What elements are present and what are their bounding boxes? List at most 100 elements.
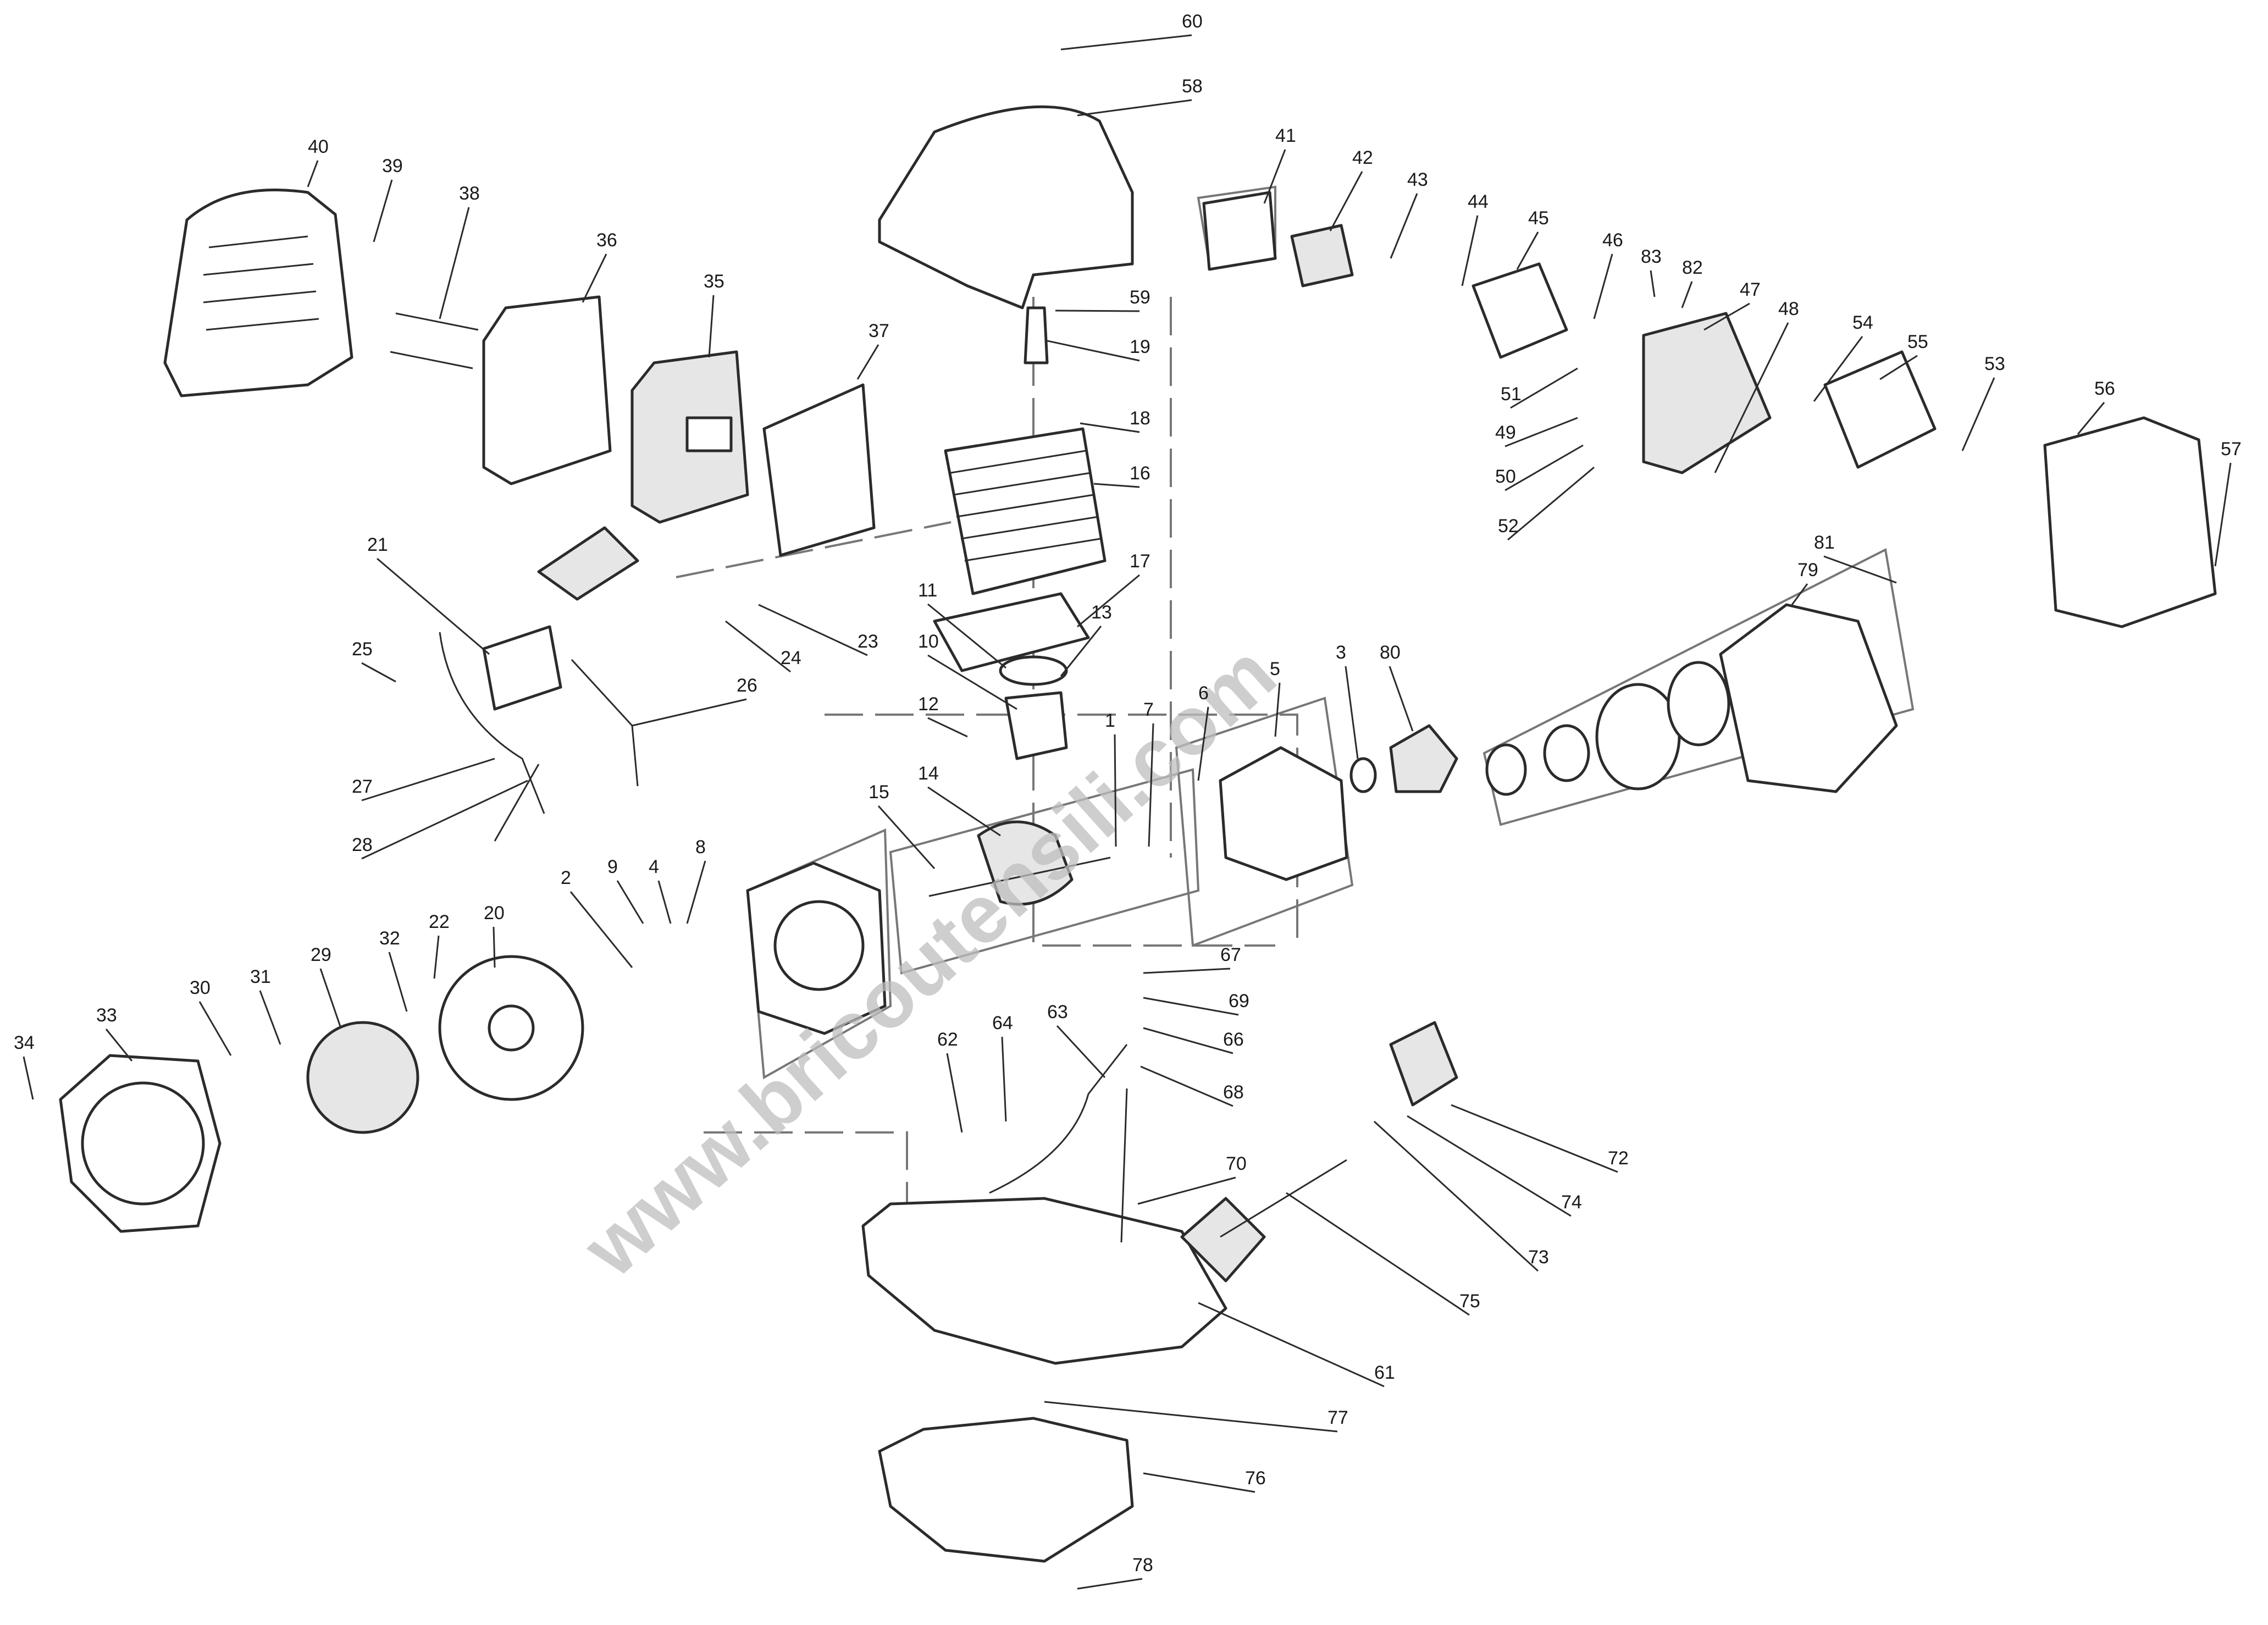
callout-39: 39 <box>382 156 403 176</box>
leader-line-17 <box>1077 574 1140 628</box>
part-piston <box>1004 691 1068 760</box>
leader-line-34 <box>23 1056 34 1100</box>
leader-line-79 <box>1791 583 1808 605</box>
callout-1: 1 <box>1105 710 1115 731</box>
leader-line-40 <box>307 160 319 187</box>
part-crankcase-right <box>1219 746 1348 881</box>
callout-49: 49 <box>1495 422 1516 443</box>
part-air-cover <box>163 189 353 397</box>
callout-32: 32 <box>379 928 400 949</box>
leader-line-12 <box>927 717 968 738</box>
callout-9: 9 <box>607 856 618 877</box>
leader-line-47 <box>1703 302 1750 331</box>
leader-line-13 <box>1060 626 1102 677</box>
leader-line-53 <box>1961 377 1995 451</box>
leader-line-19 <box>1047 340 1140 362</box>
part-clutch <box>306 1021 419 1134</box>
callout-38: 38 <box>459 183 480 204</box>
callout-60: 60 <box>1182 11 1203 32</box>
callout-80: 80 <box>1380 642 1401 663</box>
callout-11: 11 <box>918 580 937 601</box>
leader-line-21 <box>377 557 490 655</box>
crankcase-frame <box>746 828 892 1080</box>
leader-line-56 <box>2077 402 2105 435</box>
leader-line-55 <box>1879 355 1918 380</box>
callout-17: 17 <box>1130 551 1150 572</box>
callout-63: 63 <box>1047 1002 1068 1022</box>
callout-44: 44 <box>1468 191 1489 212</box>
leader-line-45 <box>1516 231 1539 270</box>
leader-line-39 <box>373 179 393 242</box>
part-long-bolts <box>390 312 479 369</box>
callout-46: 46 <box>1602 230 1623 251</box>
part-starter-pawl-hub <box>1485 743 1527 796</box>
leader-line-28 <box>361 780 528 860</box>
leader-line-42 <box>1329 171 1363 231</box>
callout-61: 61 <box>1374 1362 1395 1383</box>
leader-line-23 <box>758 604 868 656</box>
callout-28: 28 <box>352 834 373 855</box>
callout-51: 51 <box>1501 384 1522 405</box>
callout-42: 42 <box>1352 147 1373 168</box>
callout-59: 59 <box>1130 287 1150 308</box>
callout-10: 10 <box>918 631 939 652</box>
part-ignition-coil <box>482 625 562 711</box>
callout-29: 29 <box>311 944 331 965</box>
part-filter-frame <box>482 295 612 485</box>
leader-line-82 <box>1681 281 1693 308</box>
watermark: www.bricoutensili.com <box>565 627 1292 1295</box>
callout-47: 47 <box>1740 279 1761 300</box>
callout-75: 75 <box>1459 1291 1480 1312</box>
part-coil-boot <box>537 526 639 601</box>
part-filter-cover <box>2043 416 2217 628</box>
callout-50: 50 <box>1495 466 1516 487</box>
leader-line-67 <box>1143 968 1231 974</box>
callout-7: 7 <box>1143 699 1154 720</box>
leader-line-24 <box>725 620 791 673</box>
callout-67: 67 <box>1220 944 1241 965</box>
callout-37: 37 <box>869 320 889 341</box>
leader-line-66 <box>1143 1027 1233 1054</box>
part-seal-3 <box>1349 757 1377 793</box>
part-starter-housing <box>1719 603 1898 793</box>
callout-14: 14 <box>918 763 939 784</box>
leader-line-6 <box>1197 706 1209 781</box>
part-insulator <box>1202 191 1277 271</box>
leader-line-16 <box>1093 483 1140 488</box>
callout-31: 31 <box>250 966 271 987</box>
leader-line-75 <box>1286 1192 1470 1316</box>
part-crankshaft <box>977 820 1074 906</box>
leader-line-9 <box>616 880 644 924</box>
part-air-box <box>1642 312 1772 474</box>
part-cylinder-shroud <box>878 105 1134 309</box>
leader-line-33 <box>105 1029 133 1062</box>
callout-74: 74 <box>1561 1192 1582 1213</box>
callout-76: 76 <box>1245 1468 1266 1489</box>
leader-line-64 <box>1001 1036 1007 1122</box>
leader-line-63 <box>1056 1025 1106 1079</box>
callout-20: 20 <box>484 903 505 924</box>
leader-line-43 <box>1390 193 1418 259</box>
part-gasket-plate <box>762 383 876 557</box>
part-fuel-tank <box>861 1197 1227 1365</box>
callout-81: 81 <box>1814 532 1835 553</box>
callout-30: 30 <box>190 977 211 998</box>
callout-25: 25 <box>352 639 373 660</box>
callout-55: 55 <box>1907 331 1928 352</box>
leader-line-31 <box>259 990 281 1045</box>
part-starter-ring <box>1667 661 1730 747</box>
callout-78: 78 <box>1132 1555 1153 1576</box>
crank-shaft-axle <box>928 856 1111 897</box>
callout-36: 36 <box>596 230 617 251</box>
callout-21: 21 <box>367 534 388 555</box>
leader-line-36 <box>582 253 607 303</box>
leader-line-20 <box>493 926 496 968</box>
callout-8: 8 <box>695 837 706 858</box>
callout-12: 12 <box>918 694 939 715</box>
leader-line-32 <box>388 952 408 1012</box>
leader-line-15 <box>877 805 936 870</box>
leader-line-22 <box>433 935 440 979</box>
leader-line-4 <box>657 880 672 924</box>
leader-line-25 <box>361 662 396 683</box>
